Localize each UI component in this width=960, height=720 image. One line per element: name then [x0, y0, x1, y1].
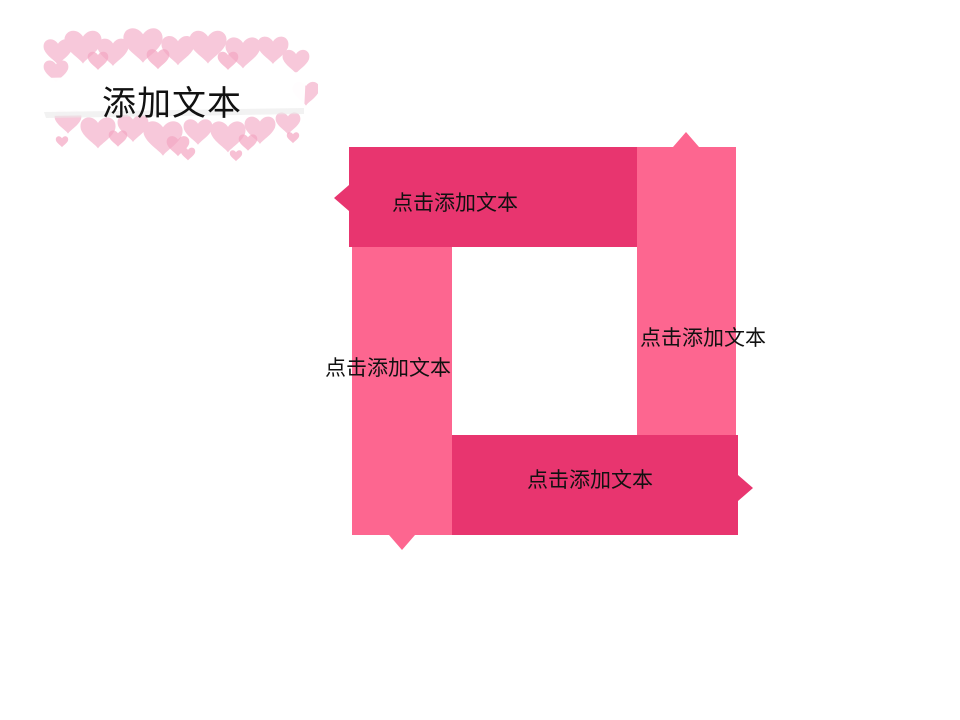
top-block-shape	[334, 147, 637, 247]
top-block-label[interactable]: 点击添加文本	[392, 191, 518, 215]
square-loop-diagram: 点击添加文本 点击添加文本 点击添加文本 点击添加文本	[320, 120, 770, 570]
bottom-block-label[interactable]: 点击添加文本	[527, 468, 653, 492]
title-banner: 添加文本	[38, 28, 318, 168]
bottom-block-shape	[452, 435, 753, 535]
left-block-shape	[352, 245, 452, 550]
hearts-decoration	[42, 28, 318, 162]
right-block-shape	[637, 132, 736, 437]
left-block-label[interactable]: 点击添加文本	[325, 356, 451, 380]
right-block-label[interactable]: 点击添加文本	[640, 326, 766, 350]
diagram-shapes	[334, 132, 753, 550]
page-title: 添加文本	[102, 84, 242, 124]
